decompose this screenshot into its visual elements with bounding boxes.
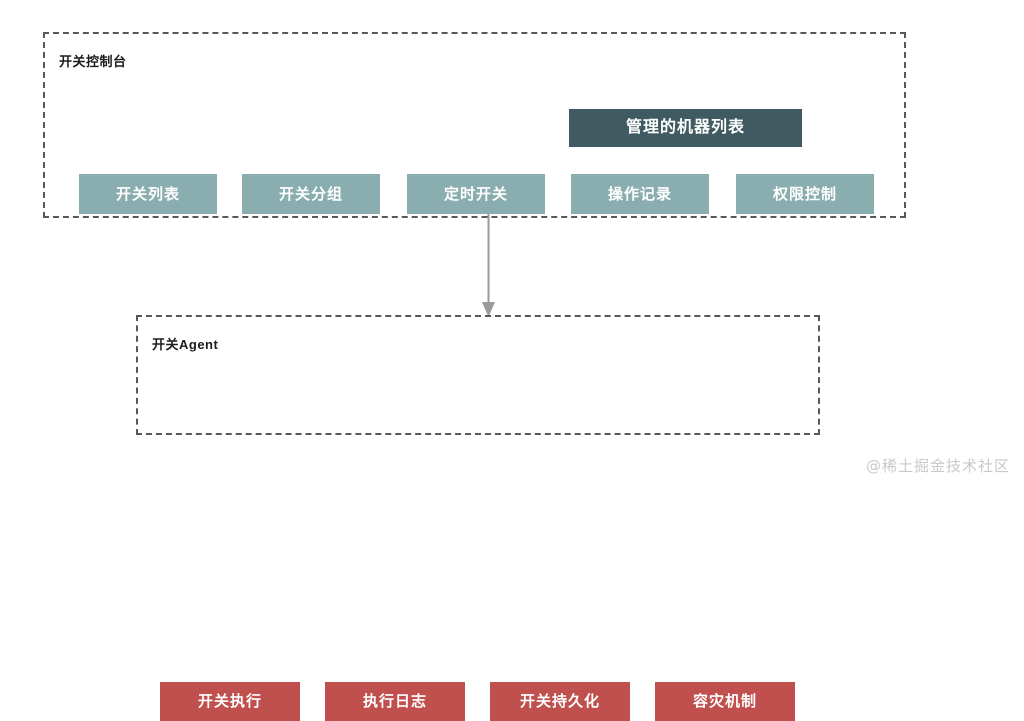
- node-switch-group[interactable]: 开关分组: [242, 174, 380, 214]
- group-switch-agent-label: 开关Agent: [152, 337, 219, 352]
- watermark-text: @稀土掘金技术社区: [865, 457, 1010, 475]
- node-disaster-recovery[interactable]: 容灾机制: [655, 682, 795, 721]
- group-switch-agent: 开关Agent 开关执行 执行日志 开关持久化 容灾机制: [136, 315, 820, 721]
- node-operation-record[interactable]: 操作记录: [571, 174, 709, 214]
- node-scheduled-switch[interactable]: 定时开关: [407, 174, 545, 214]
- connector-arrow-console-to-agent: [482, 214, 495, 317]
- group-switch-console: 开关控制台 管理的机器列表 开关列表 开关分组 定时开关 操作记录 权限控制: [43, 32, 906, 218]
- node-execution-log[interactable]: 执行日志: [325, 682, 465, 721]
- node-switch-execution[interactable]: 开关执行: [160, 682, 300, 721]
- node-permission-control[interactable]: 权限控制: [736, 174, 874, 214]
- node-switch-list[interactable]: 开关列表: [79, 174, 217, 214]
- connector-arrow-head-icon: [482, 302, 495, 317]
- diagram-canvas: 开关控制台 管理的机器列表 开关列表 开关分组 定时开关 操作记录 权限控制 开…: [43, 32, 1010, 721]
- node-managed-machine-list[interactable]: 管理的机器列表: [569, 109, 802, 147]
- group-switch-console-label: 开关控制台: [59, 54, 127, 69]
- node-switch-persistence[interactable]: 开关持久化: [490, 682, 630, 721]
